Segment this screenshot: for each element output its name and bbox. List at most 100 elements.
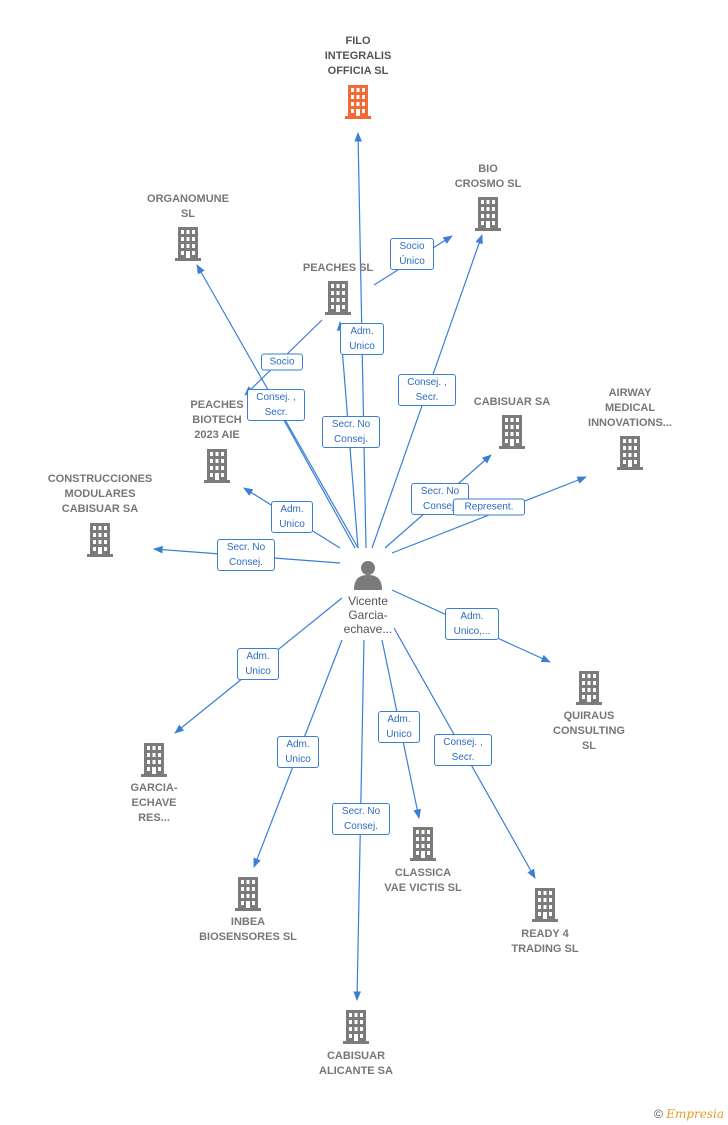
company-label-line: CABISUAR SA	[473, 396, 551, 408]
company-label-line: CONSULTING	[553, 725, 625, 737]
building-icon-garcia[interactable]	[140, 743, 168, 777]
company-label-garcia[interactable]: GARCIA- ECHAVE RES...	[130, 781, 177, 826]
edge-label-line: Adm.	[280, 504, 304, 515]
edge-label-socio[interactable]: Socio	[261, 353, 303, 371]
company-label-line: READY 4	[521, 928, 569, 940]
edge-label-line: Adm.	[286, 739, 310, 750]
edge-label-adm_unico_inbea[interactable]: Adm.Unico	[277, 736, 319, 768]
company-label-peaches[interactable]: PEACHES SL	[303, 261, 373, 276]
edge-label-line: Consej. ,	[407, 377, 447, 388]
building-icon-classica[interactable]	[409, 827, 437, 861]
company-label-line: BIOSENSORES SL	[199, 931, 297, 943]
edge-label-line: Socio	[269, 356, 295, 368]
edge-label-line: Secr.	[451, 752, 475, 763]
company-label-line: AIRWAY	[608, 387, 652, 399]
copyright-symbol: ©	[654, 1107, 663, 1121]
edge-label-line: Unico,...	[453, 626, 491, 637]
edge-label-adm_unico_peaches[interactable]: Adm. Unico	[340, 323, 384, 355]
company-label-line: BIOTECH	[192, 414, 242, 426]
company-label-ready4[interactable]: READY 4 TRADING SL	[511, 927, 578, 957]
company-label-line: VAE VICTIS SL	[384, 882, 462, 894]
edge-label-line: Único	[399, 256, 425, 267]
building-icon-peaches[interactable]	[324, 281, 352, 315]
edge-label-consej_secr_ready[interactable]: Consej. , Secr.	[434, 734, 492, 766]
building-icon-inbea[interactable]	[234, 877, 262, 911]
person-label-line: Vicente	[348, 594, 388, 608]
edge-label-secr_no_consej_filo[interactable]: Secr. No Consej.	[322, 416, 380, 448]
company-label-line: INTEGRALIS	[324, 50, 392, 62]
edge-label-line: Secr. No	[226, 542, 266, 553]
edge-label-line: Secr. No	[331, 419, 371, 430]
company-label-line: CABISUAR SA	[61, 503, 139, 515]
edge-label-line: Adm.	[460, 611, 484, 622]
edge-label-line: Unico	[386, 729, 412, 740]
edge-label-adm_unico_pb[interactable]: Adm. Unico	[271, 501, 313, 533]
edge-label-line: Secr. No	[341, 806, 381, 817]
company-label-line: CONSTRUCCIONES	[47, 473, 153, 485]
edge-label-line: Adm.	[387, 714, 411, 725]
company-label-line: CROSMO SL	[454, 178, 522, 190]
edge-label-line: Unico	[279, 519, 305, 530]
building-icon-cabisuar_sa[interactable]	[498, 415, 526, 449]
company-label-line: MEDICAL	[604, 402, 656, 414]
edge-label-line: Consej.	[344, 821, 378, 832]
company-label-line: FILO	[345, 35, 371, 47]
person-label-line: Garcia-	[348, 608, 388, 622]
company-label-line: OFFICIA SL	[327, 65, 389, 77]
edge-label-secr_no_consej_alic[interactable]: Secr. No Consej.	[332, 803, 390, 835]
company-label-line: TRADING SL	[511, 943, 579, 955]
company-label-line: GARCIA-	[130, 782, 178, 794]
company-label-line: BIO	[478, 163, 498, 175]
building-icon-organomune[interactable]	[174, 227, 202, 261]
edge-label-adm_unico_quiraus[interactable]: Adm. Unico,...	[445, 608, 499, 640]
building-icon-ready4[interactable]	[531, 888, 559, 922]
edge-label-line: Secr.	[264, 407, 288, 418]
edge-label-consej_secr_bio[interactable]: Consej. , Secr.	[398, 374, 456, 406]
edge-label-line: Adm.	[246, 651, 270, 662]
edge-label-consej_secr_1[interactable]: Consej. ,Secr.	[247, 389, 305, 421]
edge-label-line: Consej. ,	[443, 737, 483, 748]
building-icon-bio[interactable]	[474, 197, 502, 231]
company-label-bio[interactable]: BIO CROSMO SL	[455, 162, 522, 192]
company-label-line: INNOVATIONS...	[588, 417, 672, 429]
company-label-line: 2023 AIE	[194, 429, 240, 441]
company-label-line: QUIRAUS	[563, 710, 615, 722]
building-icon-cabisuar_alicante[interactable]	[342, 1010, 370, 1044]
edge-label-represent[interactable]: Represent.	[453, 498, 525, 516]
edge-label-line: Secr.	[415, 392, 439, 403]
edge-label-line: Unico	[349, 341, 375, 352]
company-label-line: RES...	[138, 812, 170, 824]
edge-label-line: Consej.	[334, 434, 368, 445]
building-icon-filo[interactable]	[344, 85, 372, 119]
edge-label-line: Unico	[245, 666, 271, 677]
company-label-filo[interactable]: FILO INTEGRALIS OFFICIA SL	[325, 34, 392, 79]
company-label-construcciones[interactable]: CONSTRUCCIONES MODULARES CABISUAR SA	[48, 472, 153, 517]
company-label-airway[interactable]: AIRWAY MEDICAL INNOVATIONS...	[588, 386, 672, 431]
edge-label-line: Adm.	[350, 326, 374, 337]
building-icon-airway[interactable]	[616, 436, 644, 470]
building-icon-construcciones[interactable]	[86, 523, 114, 557]
edge-label-line: Consej.	[423, 501, 457, 512]
edge-label-line: Secr. No	[420, 486, 460, 497]
company-label-cabisuar_sa[interactable]: CABISUAR SA	[474, 395, 550, 410]
building-icon-peaches_biotech[interactable]	[203, 449, 231, 483]
company-label-line: ECHAVE	[131, 797, 177, 809]
footer-watermark: © Empresia	[654, 1107, 724, 1121]
person-label-line: echave...	[343, 622, 393, 636]
edge-label-adm_unico_garcia[interactable]: Adm. Unico	[237, 648, 279, 680]
building-icon-quiraus[interactable]	[575, 671, 603, 705]
edge-label-adm_unico_classica[interactable]: Adm. Unico	[378, 711, 420, 743]
company-label-line: MODULARES	[64, 488, 136, 500]
person-icon[interactable]	[354, 561, 382, 590]
company-label-line: PEACHES SL	[302, 262, 374, 274]
